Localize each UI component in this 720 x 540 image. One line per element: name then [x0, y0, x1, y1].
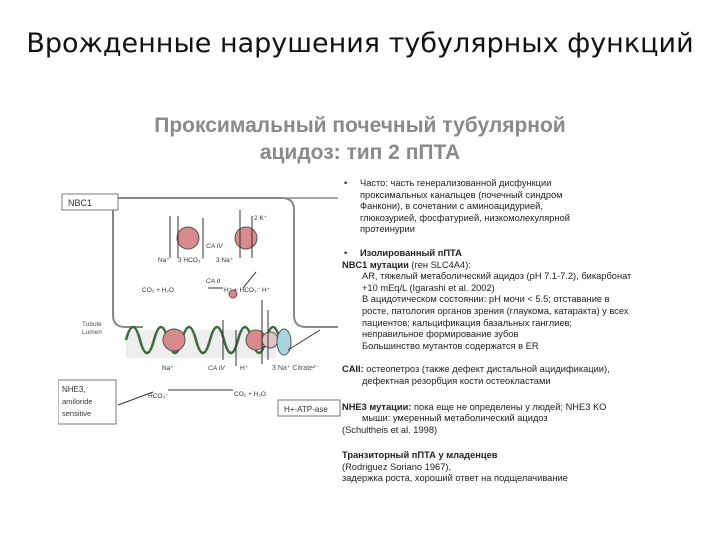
bullet-dot: •: [344, 247, 348, 258]
citrate-transporter: [261, 331, 279, 349]
text-heading: Изолированный пПТА: [360, 247, 462, 258]
na-bottom-label: Na⁺: [162, 365, 174, 372]
bullet-dot: •: [344, 178, 348, 188]
nbc1-transporter: [176, 226, 200, 250]
nbc1-heading: NBC1 мутации (ген SLC4A4):: [342, 260, 672, 272]
caii-head: CAII:: [342, 364, 364, 375]
subtitle-line-2: ацидоз: тип 2 пПТА: [259, 141, 461, 164]
text-line: дефектная резорбция кости остеокластами: [362, 375, 551, 386]
sensitive-label: sensitive: [62, 409, 91, 418]
slide-title: Врожденные нарушения тубулярных функций: [26, 28, 694, 59]
caii-block: CAII: остеопетроз (также дефект дистальн…: [342, 364, 672, 376]
bullet-isolated: • Изолированный пПТА: [342, 248, 672, 260]
flux-arrows: [117, 210, 321, 406]
citrate-channel: [276, 328, 292, 356]
text-line: (Schultheis et al. 1998): [342, 424, 438, 435]
text-line: неправильное формирование зубов: [362, 329, 519, 340]
na3-citrate-label: 3 Na⁺ Citrate³⁻: [272, 365, 319, 372]
bullet-fanconi: • Часто: часть генерализованной дисфункц…: [342, 178, 672, 236]
na-top-label: Na⁺: [158, 257, 170, 264]
slide-subtitle: Проксимальный почечный тубулярной ацидоз…: [100, 112, 620, 166]
k-label: 2 K⁺: [254, 215, 268, 222]
text-line: росте, патология органов зрения (глауком…: [362, 305, 629, 316]
text-line: Большинство мутантов содержатся в ER: [362, 340, 539, 351]
k-channel: [234, 226, 258, 250]
text-line: пациентов; кальцификация базальных гангл…: [362, 317, 573, 328]
na3-top-label: 3 Na⁺: [216, 257, 234, 264]
transient-heading: Транзиторный пПТА у младенцев: [342, 450, 498, 461]
text-line: глюкозурией, фосфатурией, низкомолекуляр…: [360, 212, 570, 223]
text-line: +10 mEq/L (Igarashi et al. 2002): [362, 282, 495, 293]
nbc1-gene: (ген SLC4A4):: [411, 259, 471, 270]
atpase-box-label: H+-ATP-ase: [284, 405, 328, 414]
hco3-bottom-label: HCO₃⁻: [148, 393, 169, 400]
text-line: протеинурии: [360, 224, 415, 235]
text-line: проксимальных канальцев (почечный синдро…: [360, 189, 563, 200]
text-line: В ацидотическом состоянии: pH мочи < 5.5…: [362, 294, 610, 305]
cell-membrane: [68, 197, 143, 328]
text-line: Часто: часть генерализованной дисфункции: [360, 178, 552, 188]
nhe3-box-label: NHE3,: [62, 385, 86, 394]
text-line: (Rodriguez Soriano 1967),: [342, 461, 452, 472]
tubule-cell-diagram: NBC1 NHE3, amiloride sensitive H+-ATP-as…: [58, 193, 341, 425]
amiloride-label: amiloride: [62, 397, 92, 406]
co2-h2o-label: CO₂ + H₂O: [142, 287, 174, 294]
ca-iv-bottom-label: CA IV: [208, 365, 225, 372]
ca-ii-label: CA II: [206, 278, 220, 285]
ca-ii-enzyme: [228, 289, 238, 299]
nbc1-head: NBC1 мутации: [342, 259, 409, 270]
text-line: пока еще не определены у людей; NHE3 KO: [413, 401, 607, 412]
ca-iv-top-label: CA IV: [206, 243, 223, 250]
nhe3-box: [58, 379, 117, 425]
tubule-label: Tubule: [82, 321, 102, 328]
text-column: • Часто: часть генерализованной дисфункц…: [342, 178, 672, 485]
h-hco3-label: H⁺ + HCO₃⁻: [224, 287, 261, 294]
text-line: остеопетроз (также дефект дистальной аци…: [366, 364, 610, 375]
nhe3-transporter: [162, 328, 186, 352]
lumen-label: Lumen: [82, 329, 102, 336]
nhe3-block: NHE3 мутации: пока еще не определены у л…: [342, 402, 672, 414]
text-line: AR, тяжелый метаболический ацидоз (pH 7.…: [362, 271, 632, 282]
text-line: задержка роста, хороший ответ на подщела…: [342, 473, 568, 484]
atpase-box: [277, 399, 341, 417]
text-line: Фанкони), в сочетании с аминоацидурией,: [360, 201, 543, 212]
nbc1-box-label: NBC1: [68, 198, 92, 208]
hco3-top-label: 3 HCO₃⁻: [178, 257, 205, 264]
h-bottom-label: H⁺: [240, 365, 249, 372]
nbc1-box: [61, 193, 119, 211]
co2-h2o-bottom-label: CO₂ + H₂O: [234, 391, 266, 398]
nbc1-details: AR, тяжелый метаболический ацидоз (pH 7.…: [342, 271, 672, 352]
h-top-label: H⁺: [262, 287, 271, 294]
text-line: мыши: умеренный метаболический ацидоз: [362, 413, 548, 424]
subtitle-line-1: Проксимальный почечный тубулярной: [154, 114, 566, 137]
nhe3-head: NHE3 мутации:: [342, 401, 412, 412]
